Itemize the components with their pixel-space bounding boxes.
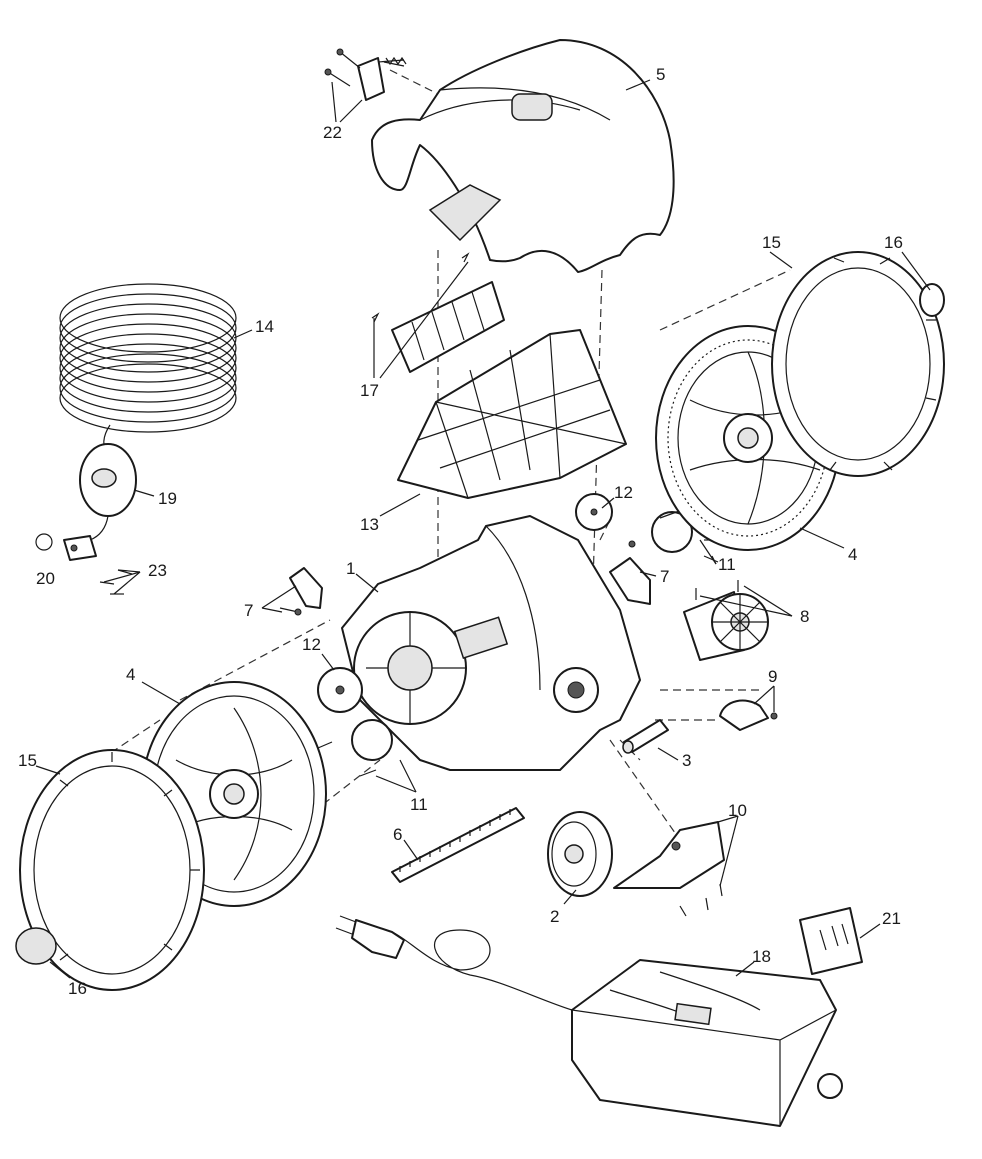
part-11-left-cap (317, 719, 393, 777)
callout-16-left: 16 (68, 979, 87, 998)
callout-1: 1 (346, 559, 355, 578)
part-13-debris-basket (397, 329, 627, 499)
callout-4-right: 4 (848, 545, 857, 564)
part-21-hardware-bag (799, 907, 863, 975)
part-16-right-hubcap (919, 283, 945, 317)
part-11-right-cap (651, 509, 720, 563)
callout-10: 10 (728, 801, 747, 820)
part-22-bracket-screws (324, 48, 407, 101)
part-14-coiled-cable (59, 283, 237, 457)
callout-20: 20 (36, 569, 55, 588)
callout-8: 8 (800, 607, 809, 626)
callout-13: 13 (360, 515, 379, 534)
callout-18: 18 (752, 947, 771, 966)
part-15-right-tread (771, 251, 945, 477)
callout-12-left: 12 (302, 635, 321, 654)
part-6-brush (391, 807, 525, 883)
part-9-impeller (719, 699, 778, 731)
cable-connector (63, 535, 97, 561)
callout-22: 22 (323, 123, 342, 142)
callout-2: 2 (550, 907, 559, 926)
callout-6: 6 (393, 825, 402, 844)
part-3-axle (622, 719, 669, 754)
callout-19: 19 (158, 489, 177, 508)
part-16-left-hubcap (15, 927, 57, 965)
part-7-right-bracket (609, 540, 651, 605)
callout-15-right: 15 (762, 233, 781, 252)
callout-5: 5 (656, 65, 665, 84)
part-10-rear-cover (613, 821, 725, 917)
callout-12-right: 12 (614, 483, 633, 502)
callout-11-left: 11 (410, 795, 428, 814)
callout-14: 14 (255, 317, 274, 336)
part-18-power-supply (335, 915, 843, 1127)
part-5-top-hood (371, 39, 675, 273)
part-19-swivel (79, 443, 137, 541)
callout-23: 23 (148, 561, 167, 580)
callout-9: 9 (768, 667, 777, 686)
part-2-small-wheel (547, 811, 613, 897)
part-15-left-tread (19, 749, 205, 991)
callout-3: 3 (682, 751, 691, 770)
leader-lines (35, 79, 931, 979)
callout-4-left: 4 (126, 665, 135, 684)
part-17-filter-screen (371, 252, 505, 373)
callout-labels: 5 22 14 15 16 17 19 13 12 20 23 1 7 7 11… (18, 65, 903, 998)
callout-15-left: 15 (18, 751, 37, 770)
part-7-left-bracket (279, 567, 323, 616)
callout-17: 17 (360, 381, 379, 400)
part-12-left-disc (317, 667, 363, 713)
callout-21: 21 (882, 909, 901, 928)
part-8-pump-motor (683, 580, 769, 661)
part-20-o-ring (35, 533, 53, 551)
part-1-main-chassis (341, 515, 641, 771)
callout-7-right: 7 (660, 567, 669, 586)
callout-11-right: 11 (718, 555, 736, 574)
part-12-right-disc (575, 493, 613, 531)
callout-7-left: 7 (244, 601, 253, 620)
callout-16-right: 16 (884, 233, 903, 252)
